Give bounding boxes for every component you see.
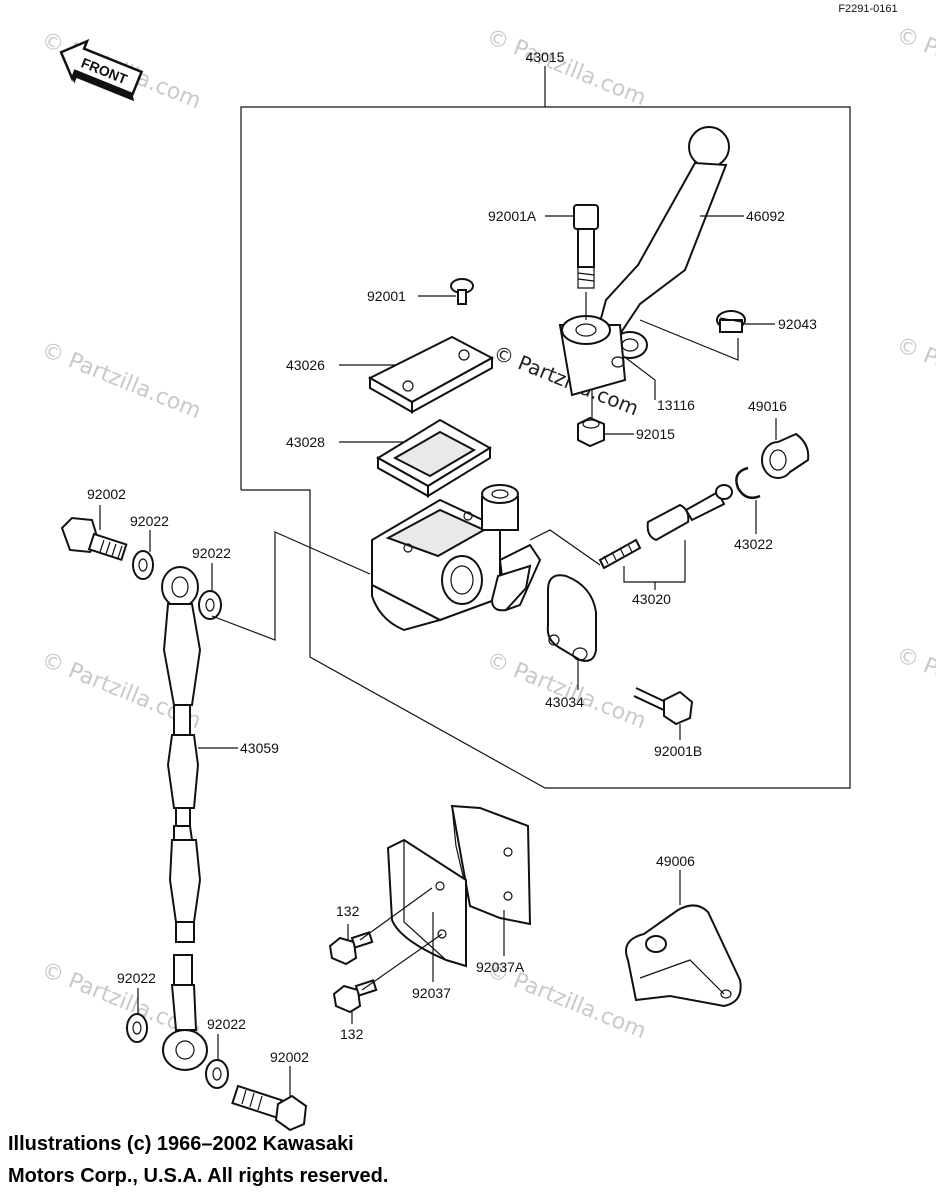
nut: [577, 416, 605, 448]
label-pivot-screw: 92043: [778, 316, 817, 332]
label-washer-4: 92022: [207, 1016, 246, 1032]
boot: [761, 432, 810, 479]
banjo-bolt-lower: [231, 1084, 308, 1132]
copyright-notice: Illustrations (c) 1966–2002 Kawasaki Mot…: [8, 1133, 389, 1187]
piston-set: [598, 484, 733, 570]
label-nut: 92015: [636, 426, 675, 442]
diaphragm: [376, 418, 492, 498]
watermark: © Partzilla.com: [893, 642, 936, 729]
clamp-bolt: [633, 687, 694, 726]
label-circlip: 43022: [734, 536, 773, 552]
label-lever-bolt: 92001A: [488, 208, 537, 224]
label-lever: 46092: [746, 208, 785, 224]
brake-lever: [598, 126, 730, 359]
label-clamp: 43034: [545, 694, 584, 710]
label-cap-screw: 92001: [367, 288, 406, 304]
watermark: © Partzilla.com: [483, 647, 650, 734]
label-diaphragm: 43028: [286, 434, 325, 450]
label-banjo-bolt-upper: 92002: [87, 486, 126, 502]
assembly-frame: [240, 66, 851, 789]
washers: [126, 550, 229, 1089]
label-washer-2: 92022: [192, 545, 231, 561]
front-arrow-icon: FRONT: [59, 38, 144, 102]
part-labels: 43015 92001A 46092 92001 92043 43026 131…: [87, 49, 817, 1065]
watermark: © Partzilla.com: [893, 332, 936, 419]
lever-bolt: [573, 204, 599, 289]
label-assembly: 43015: [526, 49, 565, 65]
label-clamp-bolt: 92001B: [654, 743, 702, 759]
label-bracket: 92037: [412, 985, 451, 1001]
label-cap: 43026: [286, 357, 325, 373]
label-bushing: 13116: [657, 397, 695, 413]
watermark: © Partzilla.com: [38, 337, 205, 424]
watermark: © Partzilla.com: [893, 22, 936, 109]
label-washer-3: 92022: [117, 970, 156, 986]
diagram-code: F2291-0161: [838, 3, 897, 15]
cap-screw: [450, 278, 474, 305]
cover: [625, 904, 742, 1008]
leader-lines: [99, 215, 777, 1098]
label-brake-hose: 43059: [240, 740, 279, 756]
handlebar-clamp: [546, 574, 597, 662]
label-washer-1: 92022: [130, 513, 169, 529]
label-cover: 49006: [656, 853, 695, 869]
brake-hose: [161, 566, 208, 1071]
circlip: [735, 466, 761, 499]
brackets: [386, 804, 532, 968]
banjo-bolt-upper: [60, 516, 128, 561]
label-banjo-bolt-lower: 92002: [270, 1049, 309, 1065]
label-bolt-upper: 132: [336, 903, 360, 919]
pivot-screw: [716, 310, 746, 333]
label-piston-set: 43020: [632, 591, 671, 607]
bolts-132: [328, 931, 378, 1014]
watermark: © Partzilla.com: [483, 24, 650, 111]
lever-pivot-block: [558, 315, 627, 397]
reservoir-cap: [367, 335, 495, 414]
label-bracket-a: 92037A: [476, 959, 525, 975]
master-cylinder-body: [371, 484, 542, 632]
label-boot: 49016: [748, 398, 787, 414]
label-bolt-lower: 132: [340, 1026, 364, 1042]
